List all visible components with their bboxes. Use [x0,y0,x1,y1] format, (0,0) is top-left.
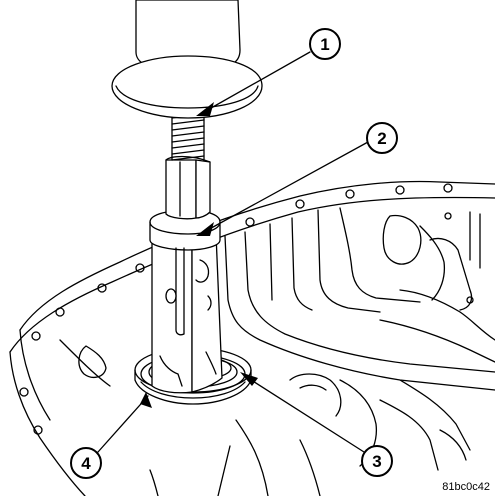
figure-code: 81bc0c42 [442,481,490,493]
callout-2-label: 2 [377,129,386,148]
callout-3: 3 [361,445,393,477]
callout-1: 1 [309,28,341,60]
arrowhead-1 [196,102,214,116]
leader-line-1 [203,51,311,113]
leader-arrowheads [140,102,258,408]
threaded-rod [171,111,205,161]
callout-4-label: 4 [81,454,91,473]
leader-line-4 [97,395,149,453]
arrowhead-3 [240,372,258,386]
leader-lines [97,51,369,453]
seal-remover-tool [149,209,223,394]
hex-adapter [165,155,211,220]
transmission-case [9,180,495,496]
flange-bolt-holes [19,183,453,435]
leader-line-3 [247,377,365,453]
slide-hammer [111,0,263,119]
arrowhead-4 [140,392,152,408]
callout-4: 4 [70,447,102,479]
arrowhead-2 [196,222,214,236]
small-boss [78,345,107,379]
callout-3-label: 3 [372,452,381,471]
callout-2: 2 [366,122,398,154]
callout-1-label: 1 [320,35,329,54]
leader-line-2 [203,141,369,233]
